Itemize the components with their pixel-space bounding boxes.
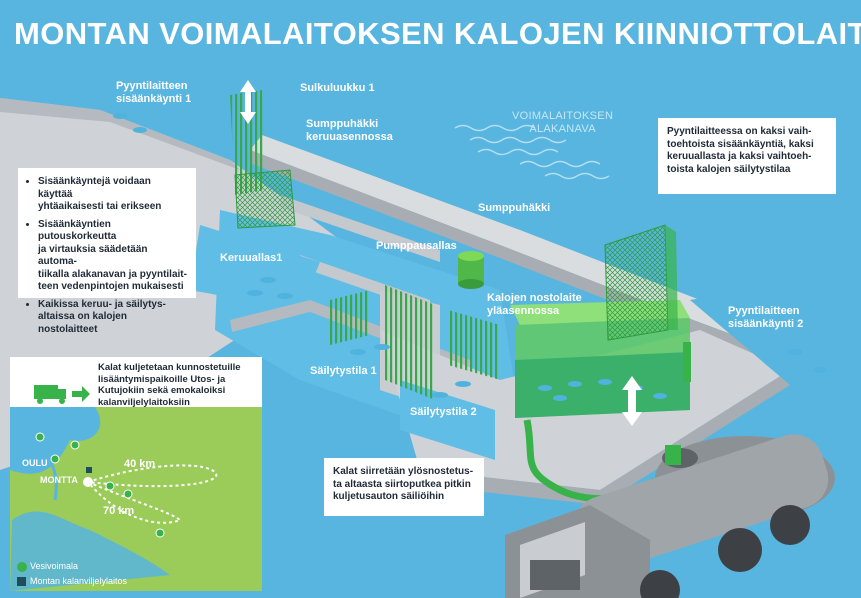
tanker-truck xyxy=(505,434,835,598)
page-title: MONTAN VOIMALAITOKSEN KALOJEN KIINNIOTTO… xyxy=(14,16,861,51)
label-collect-pool: Keruuallas1 xyxy=(220,252,283,264)
map-distance-40: 40 km xyxy=(124,458,156,470)
arrow-right-icon xyxy=(72,386,90,402)
map-distance-70: 70 km xyxy=(103,505,135,517)
info-box-left: Sisäänkäyntejä voidaan käyttääyhtäaikais… xyxy=(18,168,196,335)
storage2-water xyxy=(400,380,495,460)
route-loops xyxy=(87,464,218,524)
legend-hatchery: Montan kalanviljelylaitos xyxy=(30,576,128,586)
power-plant-legend-icon xyxy=(17,562,27,572)
up-down-arrow-icon xyxy=(240,80,642,426)
truck-icon xyxy=(34,385,66,404)
label-pump-pool: Pumppausallas xyxy=(376,240,457,252)
storage-gate-b xyxy=(385,285,435,400)
map-water xyxy=(10,407,170,591)
info-bullet: Kaikissa keruu- ja säilytys-altaissa on … xyxy=(38,299,187,337)
right-water xyxy=(690,270,861,598)
legend-power-plant: Vesivoimala xyxy=(30,561,79,571)
storage-gate-c xyxy=(448,310,500,380)
lift-tank-water xyxy=(515,352,690,418)
entrance1-cage xyxy=(234,169,296,229)
lift-fish xyxy=(538,379,667,401)
transfer-note: Kalat siirretään ylösnostetus-ta altaast… xyxy=(324,458,484,516)
label-storage-2: Säilytystila 2 xyxy=(410,406,477,418)
pump-cylinder xyxy=(458,251,484,289)
sump-cage-side xyxy=(665,225,678,330)
label-gate-1: Sulkuluukku 1 xyxy=(300,82,375,94)
label-storage-1: Säilytystila 1 xyxy=(310,365,377,377)
info-box-right: Pyyntilaitteessa on kaksi vaih-toehtoist… xyxy=(658,118,836,194)
map-label-montta: MONTTA xyxy=(40,475,78,485)
info-bullet: Sisäänkäyntejä voidaan käyttääyhtäaikais… xyxy=(38,176,187,214)
entrance2-gate xyxy=(683,342,691,382)
hatchery-legend-icon xyxy=(17,577,26,586)
power-plant-markers xyxy=(35,432,165,538)
sump-cage xyxy=(604,224,669,341)
label-sump: Sumppuhäkki xyxy=(478,202,551,214)
basin-fish xyxy=(113,113,827,398)
gate1-bars xyxy=(230,90,265,195)
map-label-oulu: OULU xyxy=(22,458,48,468)
storage-gate-a xyxy=(330,290,370,345)
left-bank-edge xyxy=(0,98,240,170)
inner-wall-a xyxy=(280,195,440,262)
montta-marker xyxy=(83,477,93,487)
hatchery-marker xyxy=(86,467,92,473)
basin-floor-left xyxy=(190,225,320,310)
water-ripples xyxy=(454,124,610,180)
